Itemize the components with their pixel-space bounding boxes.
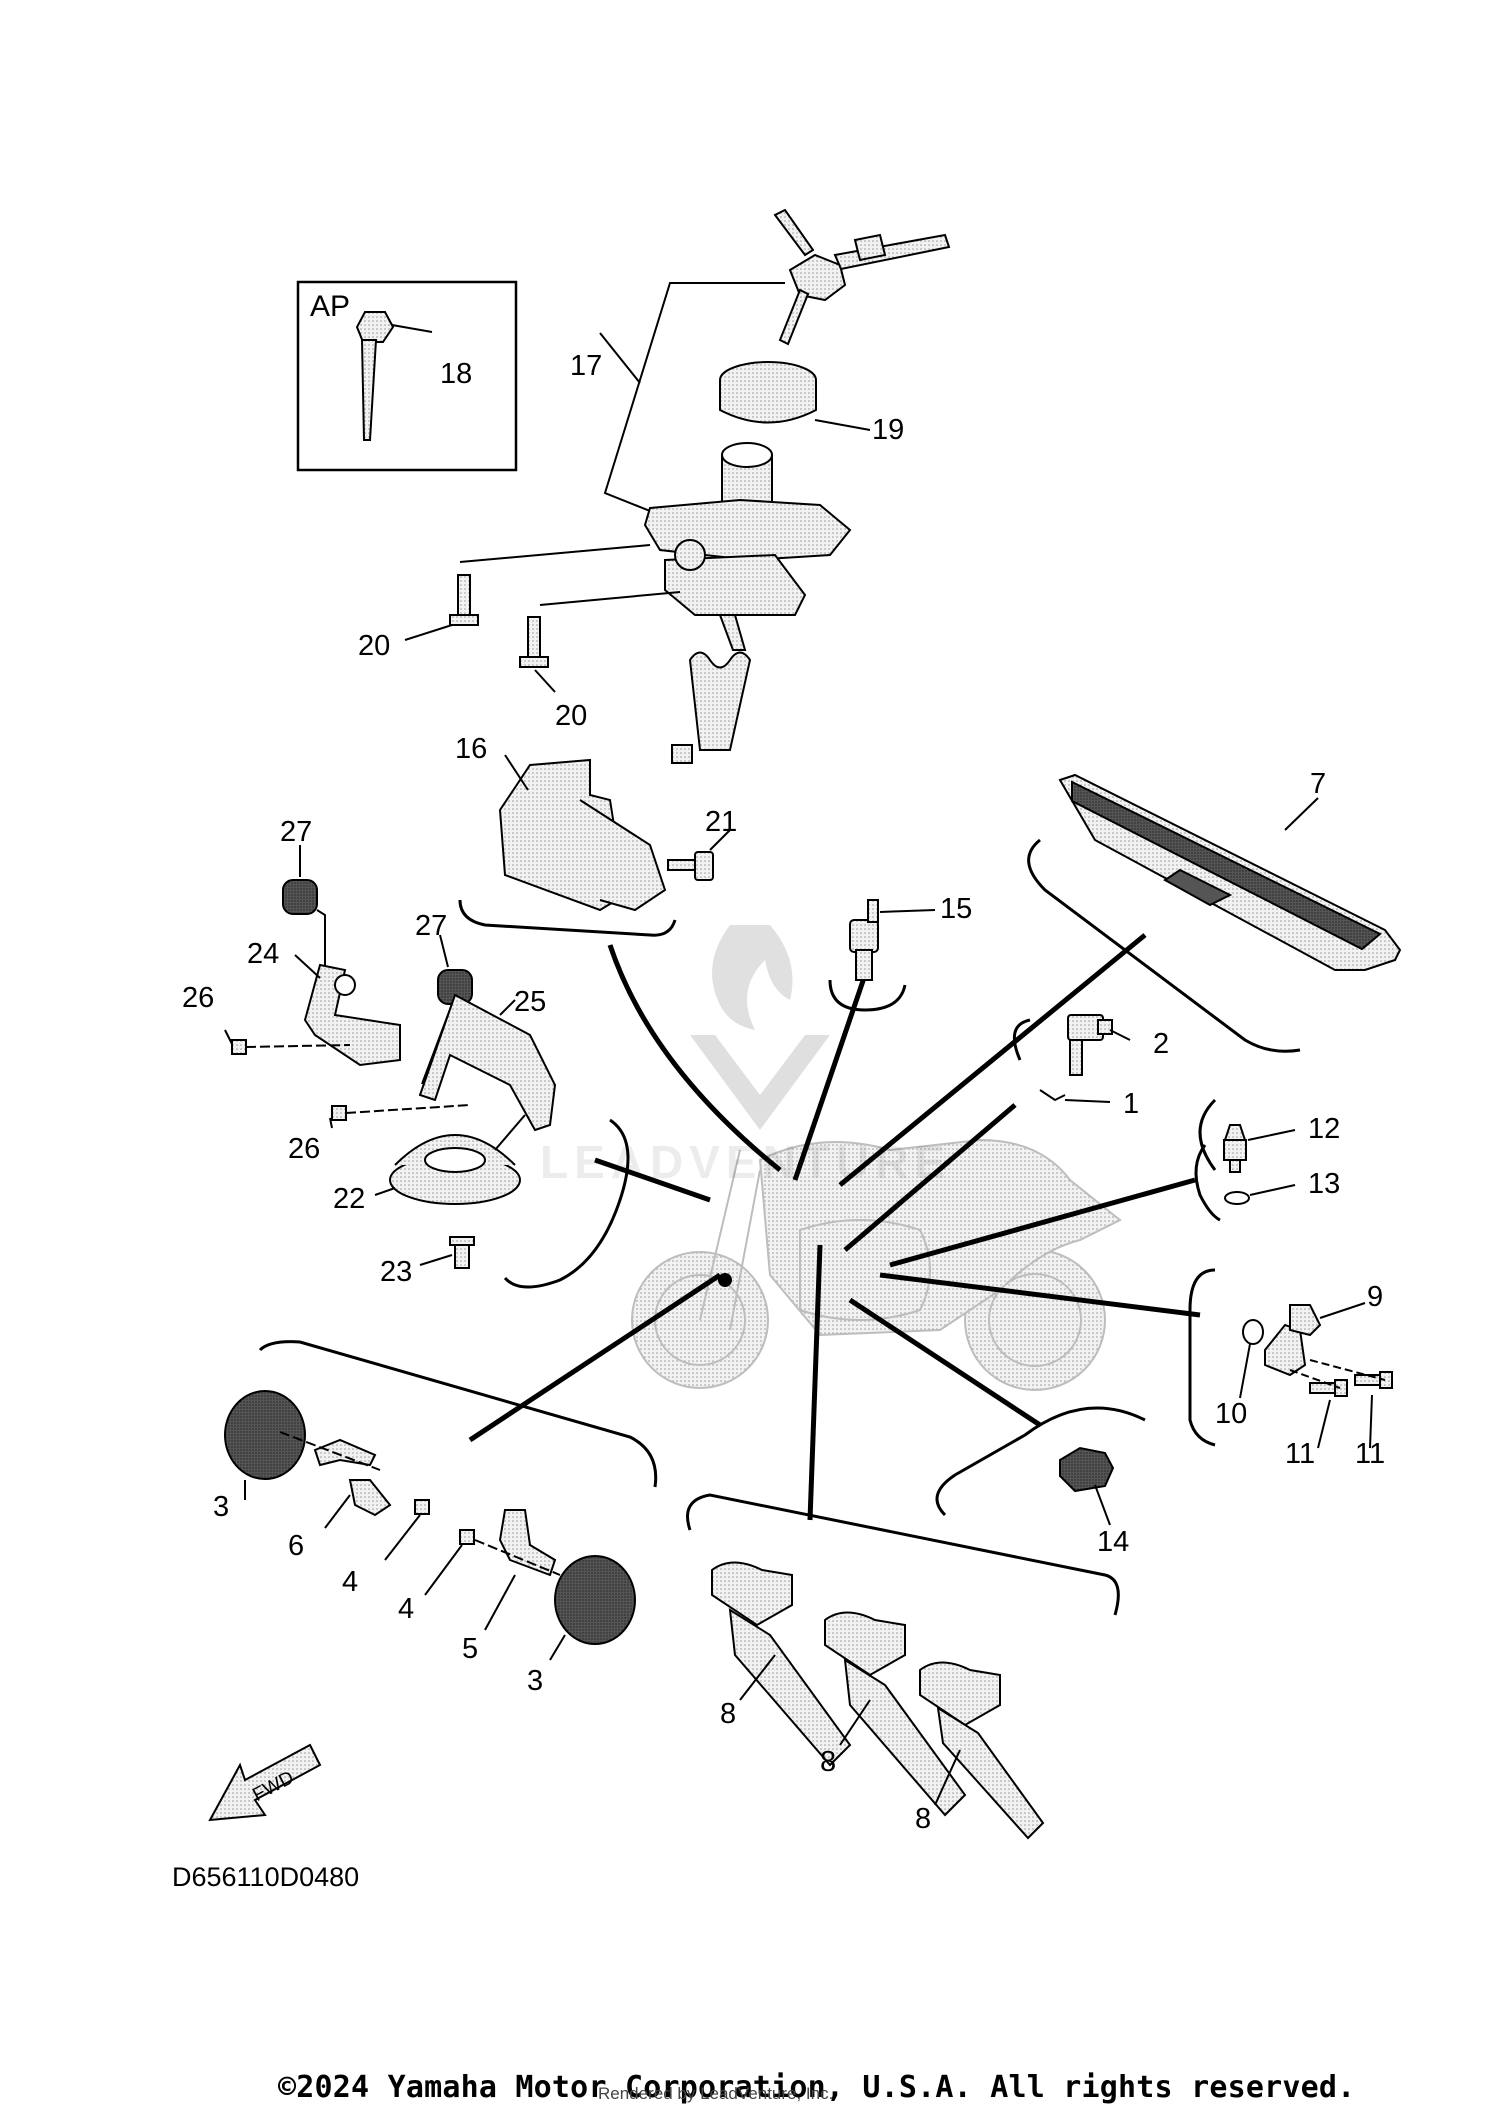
bolt-20-icon	[449, 574, 549, 668]
injector-8-icon	[711, 1561, 1045, 1840]
sensor-6-icon	[313, 1438, 392, 1517]
nut-4-icon	[414, 1499, 475, 1545]
callout-10: 10	[1215, 1398, 1248, 1430]
bolt-11-icon	[1309, 1371, 1393, 1397]
callout-5: 5	[462, 1633, 479, 1665]
meter-7-icon	[1058, 773, 1402, 971]
copyright-notice: ©2024 Yamaha Motor Corporation, U.S.A. A…	[278, 2070, 1356, 2105]
rendered-by-credit: Rendered by LeadVenture, Inc.	[598, 2084, 834, 2103]
bolt-26-icon	[231, 1039, 347, 1121]
diagram-code: D656110D0480	[172, 1862, 360, 1892]
callout-19: 19	[872, 414, 905, 446]
callout-4: 4	[398, 1593, 415, 1625]
callout-2: 2	[1153, 1028, 1170, 1060]
key-18-icon	[355, 311, 395, 441]
bracket-24-icon	[303, 963, 401, 1067]
callout-15: 15	[940, 893, 973, 925]
callout-18: 18	[440, 358, 473, 390]
fwd-arrow-icon	[208, 1743, 322, 1822]
bracket-16-icon	[498, 758, 667, 912]
motorcycle-silhouette	[631, 1138, 1122, 1391]
sensor-14-icon	[1059, 1446, 1115, 1493]
sensor-15-icon	[849, 899, 879, 981]
callout-3: 3	[527, 1665, 544, 1697]
callout-11: 11	[1355, 1438, 1386, 1470]
callout-11: 11	[1285, 1438, 1316, 1470]
callout-1: 1	[1123, 1088, 1140, 1120]
callout-27: 27	[280, 816, 313, 848]
callout-20: 20	[358, 630, 391, 662]
callout-8: 8	[720, 1698, 737, 1730]
watermark-text: LEADVENTURE	[540, 1136, 952, 1188]
bolt-21-icon	[667, 851, 714, 881]
callout-25: 25	[514, 986, 547, 1018]
rubber-27-icon	[282, 879, 473, 1005]
callout-9: 9	[1367, 1281, 1384, 1313]
callout-24: 24	[247, 938, 280, 970]
callout-26: 26	[288, 1133, 321, 1165]
callout-3: 3	[213, 1491, 230, 1523]
bracket-25-icon	[418, 993, 557, 1132]
callout-7: 7	[1310, 768, 1327, 800]
callout-22: 22	[333, 1183, 366, 1215]
ring-19-icon	[719, 361, 817, 424]
ap-inset-box	[296, 280, 518, 472]
cap-3-icon	[224, 1390, 636, 1645]
leader-17	[603, 282, 785, 514]
inset-label: AP	[310, 290, 351, 323]
leader-dot	[718, 1273, 732, 1287]
horn-22-icon	[389, 1114, 526, 1205]
callout-27: 27	[415, 910, 448, 942]
leader-lines	[468, 933, 1201, 1521]
callout-26: 26	[182, 982, 215, 1014]
sensor-5-icon	[498, 1509, 557, 1577]
callout-20: 20	[555, 700, 588, 732]
callout-4: 4	[342, 1566, 359, 1598]
callout-23: 23	[380, 1256, 413, 1288]
callout-6: 6	[288, 1530, 305, 1562]
o-ring-10-icon	[1242, 1319, 1264, 1345]
callout-16: 16	[455, 733, 488, 765]
callout-21: 21	[705, 806, 738, 838]
watermark-logo	[690, 925, 830, 1130]
ignition-switch-icon	[643, 442, 852, 764]
callout-8: 8	[915, 1803, 932, 1835]
callout-13: 13	[1308, 1168, 1341, 1200]
bolt-23-icon	[449, 1236, 475, 1269]
sensor-12-icon	[1223, 1124, 1247, 1173]
callout-8: 8	[820, 1746, 837, 1778]
washer-13-icon	[1224, 1191, 1250, 1205]
ignition-key-set-icon	[773, 208, 951, 346]
sensor-9-icon	[1264, 1304, 1322, 1377]
clip-1-icon	[1039, 1089, 1066, 1102]
group-brackets	[258, 838, 1301, 1616]
callout-14: 14	[1097, 1526, 1130, 1558]
callout-17: 17	[570, 350, 603, 382]
callout-12: 12	[1308, 1113, 1341, 1145]
sensor-2-icon	[1067, 1014, 1113, 1076]
